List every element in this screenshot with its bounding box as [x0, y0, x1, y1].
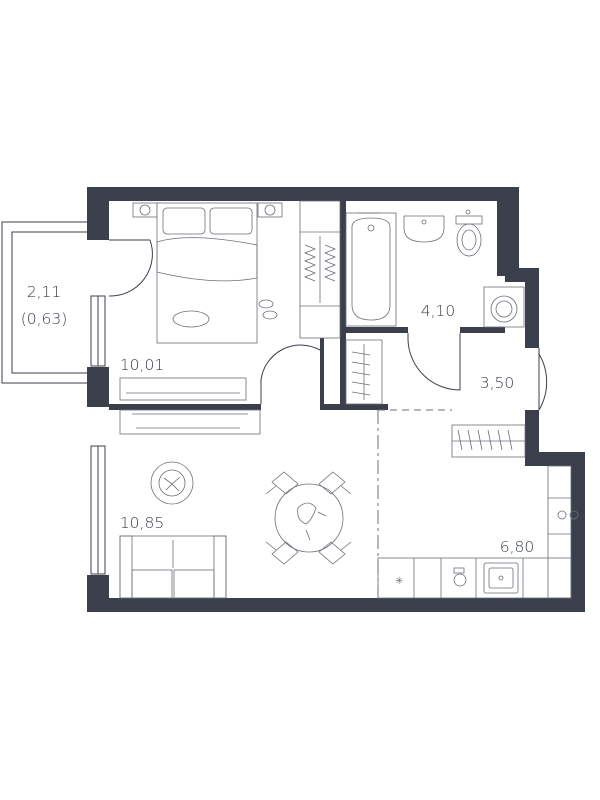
dresser: [119, 377, 247, 401]
hall-closet-icon: [345, 339, 383, 405]
wall-left-upper: [87, 187, 109, 240]
wall-bedroom-living: [109, 404, 261, 410]
coffee-machine-icon: [453, 567, 467, 587]
walls: [87, 187, 585, 612]
wardrobe-icon: [299, 200, 341, 339]
bathroom-door: [407, 333, 461, 391]
balcony-outline: [1, 221, 87, 384]
bedroom-door: [260, 344, 321, 404]
kitchen-sink-icon: [483, 562, 519, 594]
bathroom-area: 4,10: [421, 302, 456, 320]
wall-left-mid: [87, 367, 109, 407]
kitchen-counter-right: [547, 465, 572, 599]
wall-closet-left: [340, 327, 346, 407]
plant-icon: [150, 461, 194, 505]
balcony-inner-outline: [11, 231, 87, 374]
balcony-area-reduced: (0,63): [21, 310, 68, 328]
wall-bedroom-right: [320, 338, 324, 408]
bedroom: 10,01: [119, 200, 341, 404]
wall-right-kitchen-step: [525, 452, 585, 466]
balcony: 2,11 (0,63): [1, 221, 153, 575]
living-area: 10,85: [120, 514, 164, 532]
wall-bath-right: [497, 201, 505, 276]
kitchen-counter-bottom: [377, 557, 572, 599]
dining-table-icon: [265, 471, 352, 565]
slippers-icon: [258, 299, 274, 309]
shoe-rack-icon: [451, 424, 526, 458]
bathroom: 4,10: [345, 209, 483, 391]
wall-right-top: [505, 187, 519, 272]
wall-bottom: [87, 598, 585, 612]
wall-closet-bottom: [320, 404, 388, 410]
sink-icon: [403, 215, 445, 243]
wall-top: [87, 187, 519, 201]
entry-door: [538, 348, 548, 411]
bedroom-area: 10,01: [120, 356, 164, 374]
bed-icon: [156, 202, 258, 344]
living-room: 10,85: [119, 409, 352, 599]
wall-bath-bottom-right: [460, 327, 505, 333]
wall-right-kitchen-upper: [525, 410, 539, 462]
hall-area: 3,50: [480, 374, 515, 392]
tv-icon: [119, 409, 261, 435]
nightstand-right: [257, 202, 283, 218]
wall-bath-bottom: [340, 327, 408, 333]
washing-machine-icon: [483, 286, 525, 328]
bathtub-icon: [345, 212, 397, 327]
kitchen: ✳ 6,80: [377, 465, 579, 599]
kitchen-area: 6,80: [500, 538, 535, 556]
stove-icon: [557, 510, 579, 520]
wall-right-kitchen: [571, 452, 585, 612]
wall-right-hall: [525, 268, 539, 348]
fridge-icon: ✳: [395, 576, 403, 587]
balcony-door: [108, 239, 153, 297]
wall-bath-left: [340, 201, 346, 331]
balcony-area: 2,11: [27, 283, 62, 301]
sofa-icon: [119, 535, 227, 599]
toilet-icon: [455, 209, 483, 257]
